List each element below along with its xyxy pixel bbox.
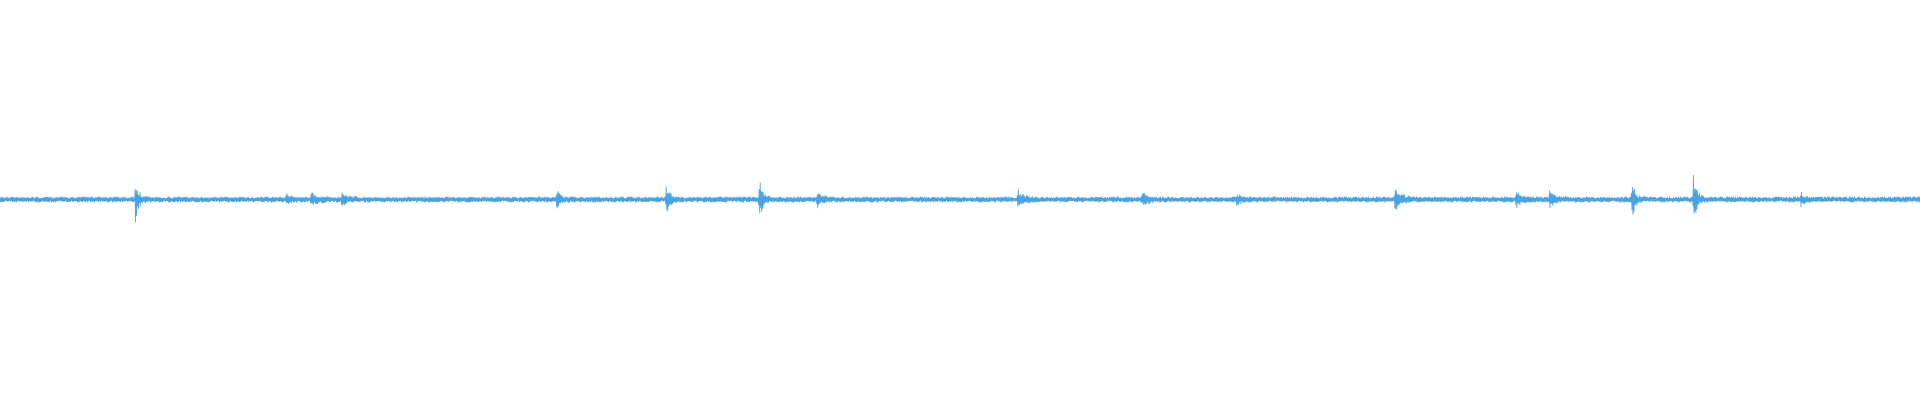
- waveform-trace-group: [0, 175, 1920, 223]
- waveform-trace: [0, 175, 1920, 223]
